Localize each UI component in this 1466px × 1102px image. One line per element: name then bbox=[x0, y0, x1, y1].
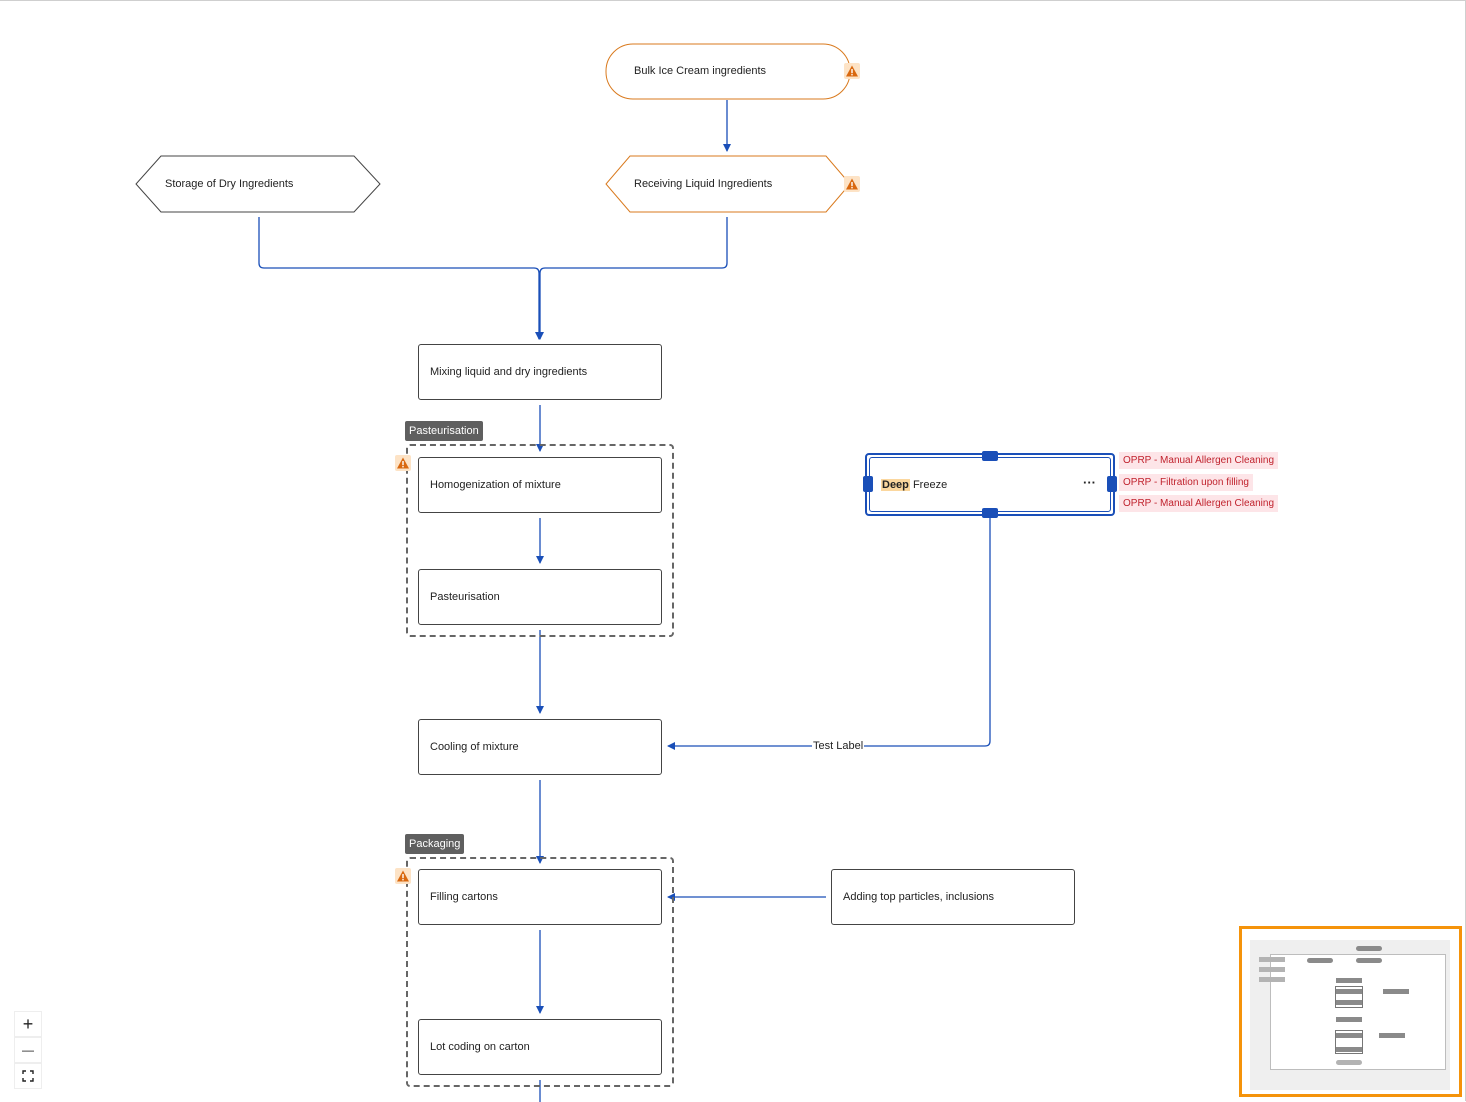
node-cooling-label: Cooling of mixture bbox=[430, 741, 519, 753]
search-highlight: Deep bbox=[881, 478, 910, 491]
minimap-node bbox=[1383, 989, 1409, 994]
oprp-tag[interactable]: OPRP - Manual Allergen Cleaning bbox=[1119, 495, 1279, 512]
connector-handle-left[interactable] bbox=[863, 476, 873, 492]
group-label-packaging: Packaging bbox=[405, 834, 465, 854]
minimap-node bbox=[1356, 958, 1382, 963]
node-lot-coding-label: Lot coding on carton bbox=[430, 1041, 530, 1053]
warning-icon[interactable] bbox=[844, 176, 860, 192]
oprp-tag[interactable]: OPRP - Manual Allergen Cleaning bbox=[1119, 452, 1279, 469]
minus-icon: — bbox=[22, 1043, 34, 1057]
minimap-group bbox=[1335, 1030, 1363, 1054]
receiving-liquid-label: Receiving Liquid Ingredients bbox=[634, 178, 773, 190]
node-deep-freeze-label-rest: Freeze bbox=[909, 478, 948, 491]
minimap-node bbox=[1336, 1000, 1362, 1005]
node-homogenization-label: Homogenization of mixture bbox=[430, 479, 561, 491]
connector-handle-right[interactable] bbox=[1107, 476, 1117, 492]
node-filling[interactable]: Filling cartons bbox=[418, 869, 662, 925]
minimap-node bbox=[1259, 977, 1285, 982]
minimap-node bbox=[1336, 989, 1362, 994]
plus-icon: + bbox=[22, 1013, 34, 1034]
warning-icon[interactable] bbox=[844, 63, 860, 79]
node-pasteurisation-label: Pasteurisation bbox=[430, 591, 500, 603]
zoom-out-button[interactable]: — bbox=[14, 1037, 42, 1063]
minimap-node bbox=[1379, 1033, 1405, 1038]
minimap-node bbox=[1336, 1047, 1362, 1052]
minimap-node bbox=[1259, 957, 1285, 962]
fit-to-screen-button[interactable] bbox=[14, 1063, 42, 1089]
node-filling-label: Filling cartons bbox=[430, 891, 498, 903]
minimap-node bbox=[1336, 978, 1362, 983]
minimap[interactable] bbox=[1239, 926, 1462, 1097]
minimap-node bbox=[1356, 946, 1382, 951]
minimap-node bbox=[1307, 958, 1333, 963]
bulk-ice-cream-label: Bulk Ice Cream ingredients bbox=[634, 65, 767, 77]
minimap-node bbox=[1336, 1017, 1362, 1022]
edge-label-test[interactable]: Test Label bbox=[812, 740, 865, 752]
node-lot-coding[interactable]: Lot coding on carton bbox=[418, 1019, 662, 1075]
storage-dry-shape[interactable] bbox=[135, 155, 381, 213]
node-deep-freeze[interactable]: Deep Freeze ··· bbox=[869, 457, 1111, 512]
node-mixing-label: Mixing liquid and dry ingredients bbox=[430, 366, 588, 378]
warning-icon[interactable] bbox=[395, 868, 411, 884]
more-options-icon[interactable]: ··· bbox=[1083, 475, 1096, 490]
node-mixing[interactable]: Mixing liquid and dry ingredients bbox=[418, 344, 662, 400]
receiving-liquid-shape[interactable] bbox=[605, 155, 851, 213]
node-homogenization[interactable]: Homogenization of mixture bbox=[418, 457, 662, 513]
group-packaging[interactable] bbox=[406, 857, 674, 1087]
connector-handle-top[interactable] bbox=[982, 451, 998, 461]
oprp-tag[interactable]: OPRP - Filtration upon filling bbox=[1119, 474, 1253, 491]
storage-dry-label: Storage of Dry Ingredients bbox=[165, 178, 294, 190]
minimap-node bbox=[1336, 1033, 1362, 1038]
fit-to-screen-icon bbox=[22, 1070, 34, 1082]
node-deep-freeze-label: Deep Freeze bbox=[881, 478, 948, 491]
edge-receiving-to-mixing[interactable] bbox=[536, 217, 728, 340]
warning-icon[interactable] bbox=[395, 455, 411, 471]
node-pasteurisation[interactable]: Pasteurisation bbox=[418, 569, 662, 625]
group-label-pasteurisation: Pasteurisation bbox=[405, 421, 483, 441]
connector-handle-bottom[interactable] bbox=[982, 508, 998, 518]
node-cooling[interactable]: Cooling of mixture bbox=[418, 719, 662, 775]
node-adding-particles-label: Adding top particles, inclusions bbox=[843, 891, 995, 903]
zoom-in-button[interactable]: + bbox=[14, 1011, 42, 1037]
node-adding-particles[interactable]: Adding top particles, inclusions bbox=[831, 869, 1075, 925]
minimap-group bbox=[1335, 986, 1363, 1008]
edge-storage-to-mixing[interactable] bbox=[258, 217, 543, 340]
group-pasteurisation[interactable] bbox=[406, 444, 674, 637]
minimap-node bbox=[1259, 967, 1285, 972]
minimap-background bbox=[1250, 940, 1450, 1090]
minimap-node bbox=[1336, 1060, 1362, 1065]
edge-deepfreeze-to-cooling[interactable] bbox=[667, 518, 991, 750]
